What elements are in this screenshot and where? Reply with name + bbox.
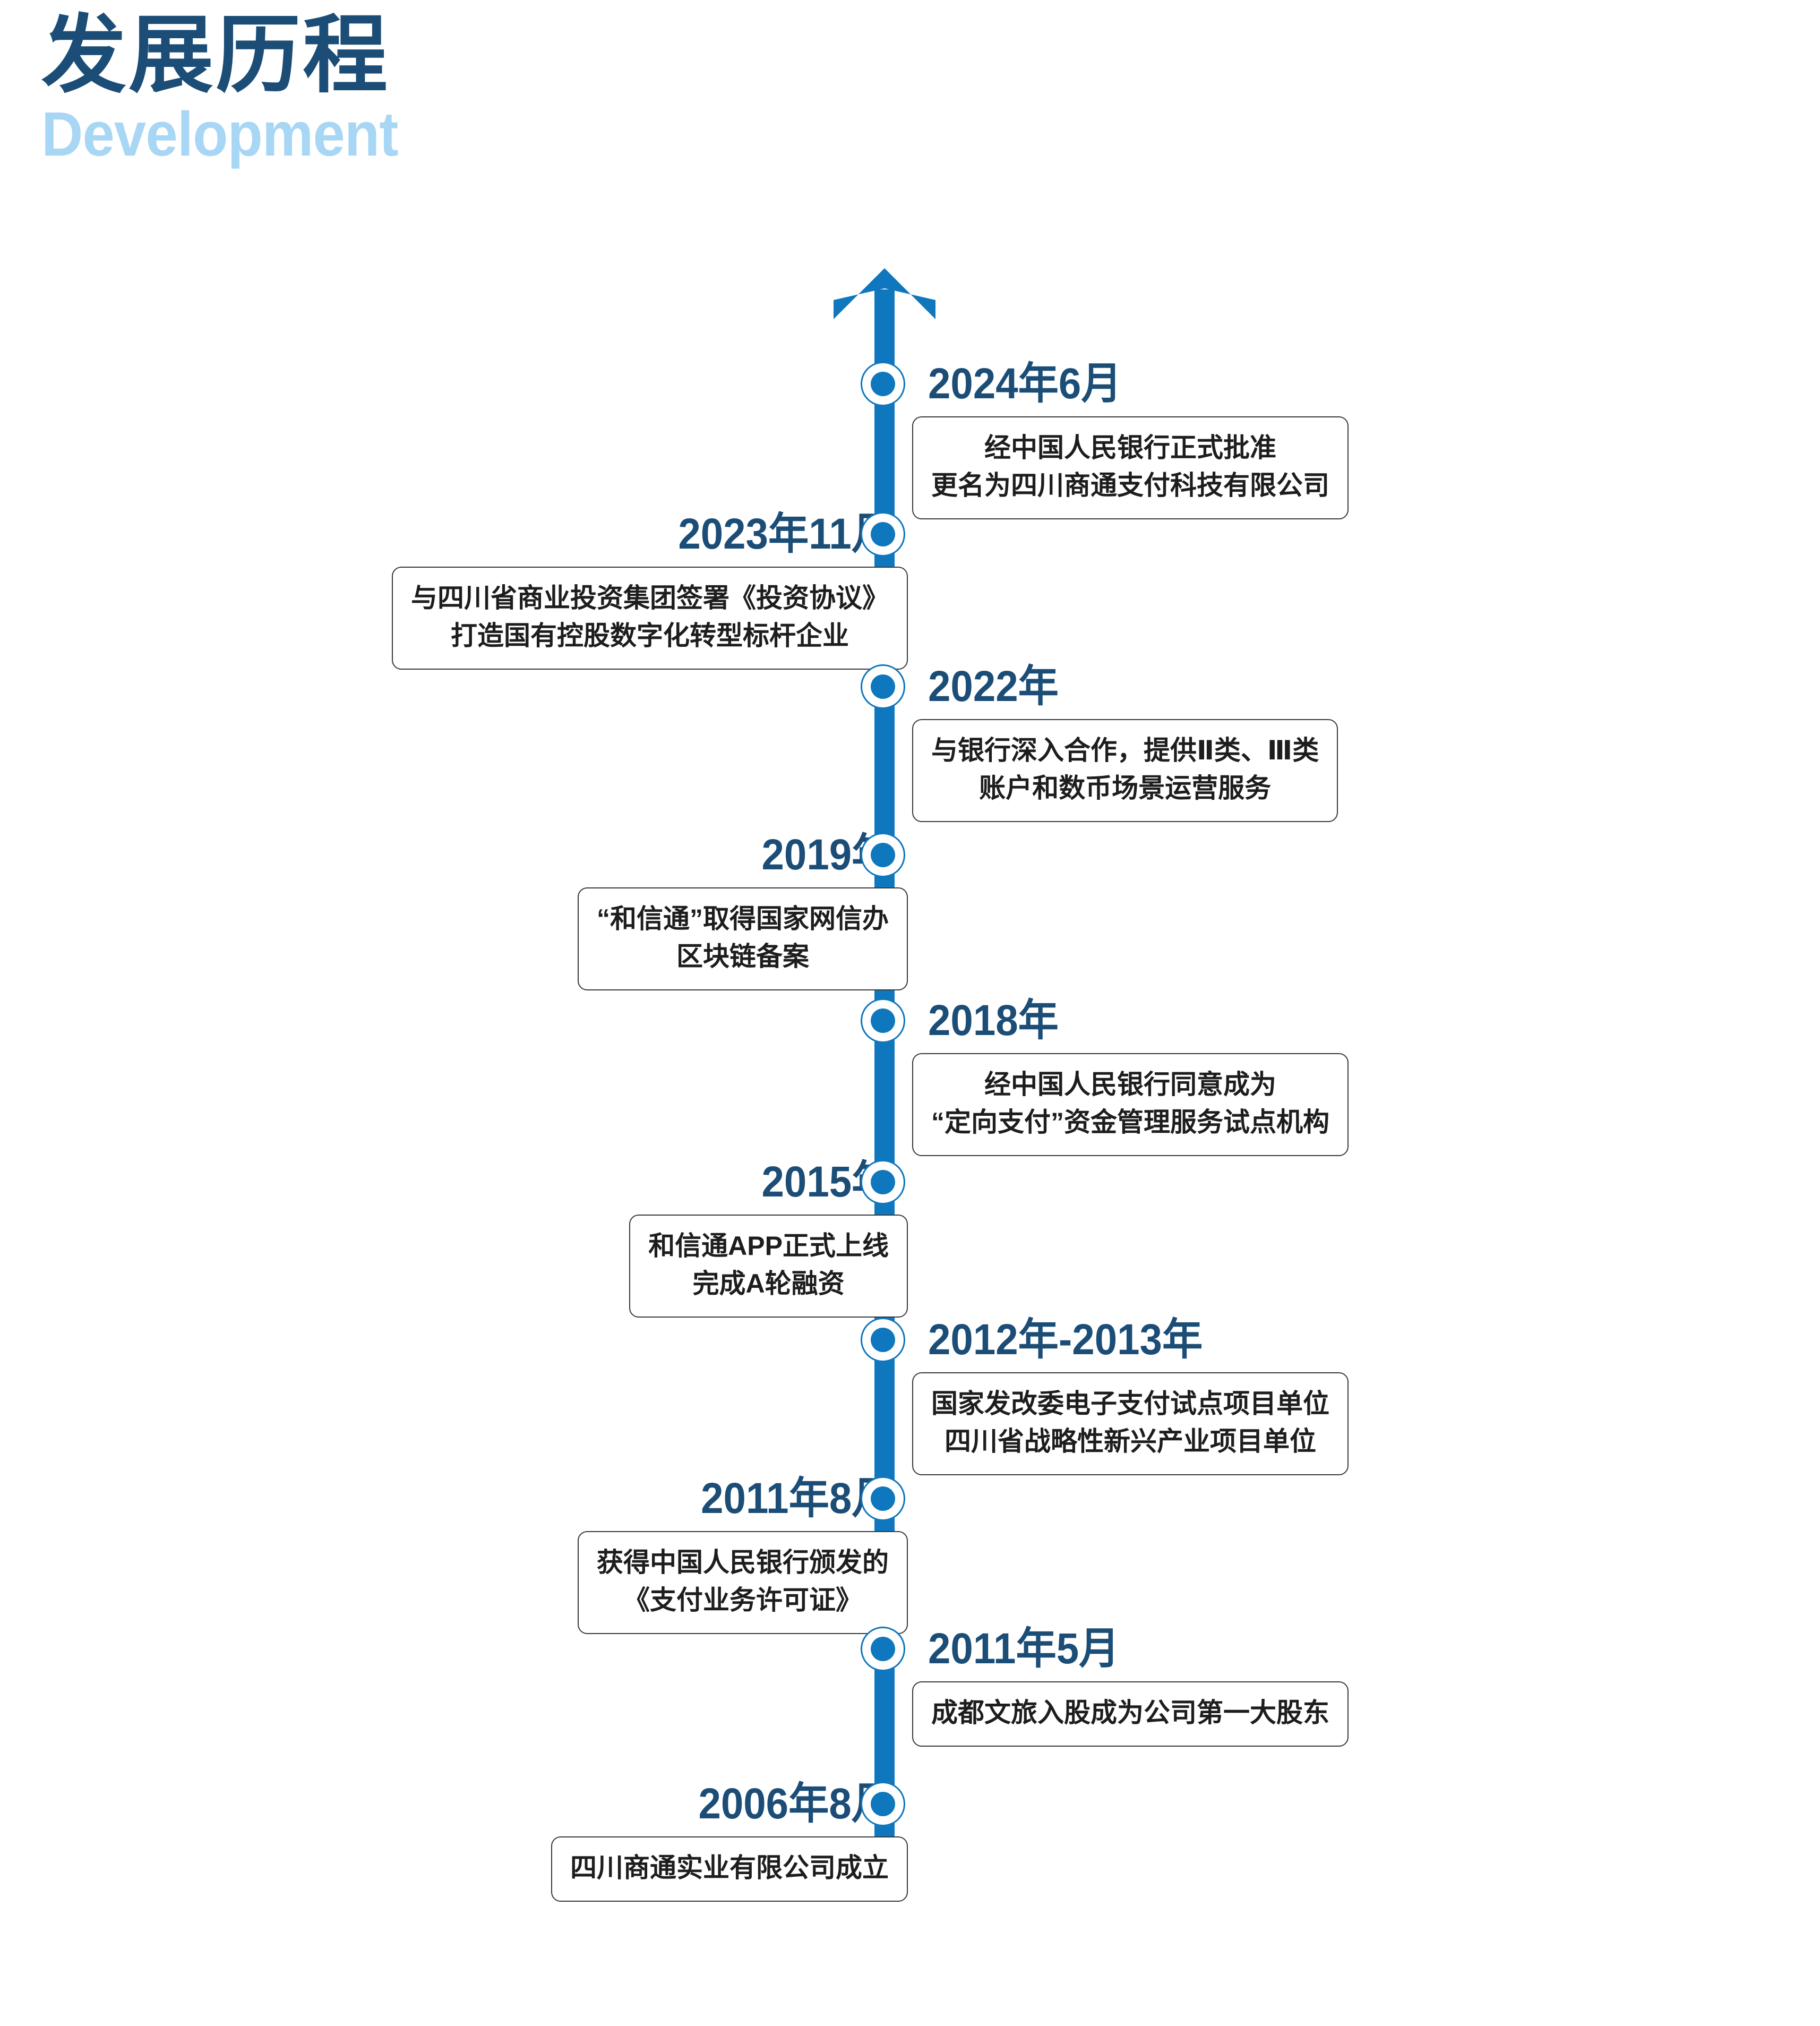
timeline-dot-icon[interactable] xyxy=(861,1476,908,1524)
event-description-line: 经中国人民银行同意成为 xyxy=(984,1070,1276,1099)
timeline-dot-center xyxy=(871,522,895,546)
event-description-box: 国家发改委电子支付试点项目单位四川省战略性新兴产业项目单位 xyxy=(912,1372,1349,1475)
event-description-box: 四川商通实业有限公司成立 xyxy=(551,1836,908,1902)
event-description-line: “定向支付”资金管理服务试点机构 xyxy=(931,1107,1329,1137)
timeline-dot-center xyxy=(871,1328,895,1352)
event-description-line: 打造国有控股数字化转型标杆企业 xyxy=(451,621,849,651)
event-description-box: 经中国人民银行同意成为 “定向支付”资金管理服务试点机构 xyxy=(912,1053,1349,1156)
page-title-chinese: 发展历程 xyxy=(41,7,390,102)
event-year-label: 2012年-2013年 xyxy=(928,1315,1203,1364)
event-description-box: 与银行深入合作，提供Ⅱ类、Ⅲ类账户和数币场景运营服务 xyxy=(912,719,1338,822)
event-description-line: 和信通APP正式上线 xyxy=(648,1231,889,1261)
event-description-line: 国家发改委电子支付试点项目单位 xyxy=(931,1389,1329,1418)
event-description-line: 经中国人民银行正式批准 xyxy=(984,433,1276,463)
timeline-dot-icon[interactable] xyxy=(861,1627,908,1674)
event-description-line: 成都文旅入股成为公司第一大股东 xyxy=(931,1698,1329,1728)
event-description-line: 更名为四川商通支付科技有限公司 xyxy=(931,471,1329,500)
timeline-dot-icon[interactable] xyxy=(861,664,908,712)
timeline-dot-icon[interactable] xyxy=(861,1160,908,1208)
event-year-label: 2023年11月 xyxy=(678,510,892,558)
timeline-dot-center xyxy=(871,1486,895,1511)
timeline-dot-center xyxy=(871,1170,895,1194)
event-description-box: “和信通”取得国家网信办区块链备案 xyxy=(578,887,908,990)
event-description-box: 获得中国人民银行颁发的《支付业务许可证》 xyxy=(578,1531,908,1634)
event-description-line: 与银行深入合作，提供Ⅱ类、Ⅲ类 xyxy=(931,736,1319,765)
event-description-line: 完成A轮融资 xyxy=(692,1269,845,1298)
timeline-dot-center xyxy=(871,1637,895,1661)
event-description-line: 获得中国人民银行颁发的 xyxy=(597,1548,889,1577)
page-header: 发展历程 Development xyxy=(41,11,679,166)
event-description-line: “和信通”取得国家网信办 xyxy=(597,904,889,934)
event-year-label: 2024年6月 xyxy=(928,360,1122,408)
timeline-dot-icon[interactable] xyxy=(861,512,908,560)
timeline-dot-center xyxy=(871,843,895,867)
event-year-label: 2011年8月 xyxy=(700,1474,892,1523)
event-description-line: 四川省战略性新兴产业项目单位 xyxy=(945,1426,1316,1456)
event-description-box: 成都文旅入股成为公司第一大股东 xyxy=(912,1681,1349,1747)
event-year-label: 2006年8月 xyxy=(698,1780,892,1828)
event-description-line: 《支付业务许可证》 xyxy=(623,1585,862,1615)
timeline-dot-center xyxy=(871,372,895,396)
timeline-dot-center xyxy=(871,1008,895,1033)
event-description-box: 经中国人民银行正式批准更名为四川商通支付科技有限公司 xyxy=(912,416,1349,519)
event-year-label: 2022年 xyxy=(928,662,1059,711)
timeline-dot-icon[interactable] xyxy=(861,998,908,1046)
timeline-dot-icon[interactable] xyxy=(861,1318,908,1365)
event-year-label: 2018年 xyxy=(928,996,1059,1045)
event-description-line: 与四川省商业投资集团签署《投资协议》 xyxy=(411,583,889,613)
event-description-line: 账户和数币场景运营服务 xyxy=(979,773,1272,803)
event-description-line: 四川商通实业有限公司成立 xyxy=(570,1853,889,1883)
timeline-dot-icon[interactable] xyxy=(861,362,908,409)
timeline-dot-icon[interactable] xyxy=(861,833,908,881)
timeline-dot-center xyxy=(871,674,895,699)
event-year-label: 2011年5月 xyxy=(928,1625,1120,1673)
page-title-english: Development xyxy=(41,99,398,169)
timeline-dot-center xyxy=(871,1792,895,1816)
event-description-box: 与四川省商业投资集团签署《投资协议》打造国有控股数字化转型标杆企业 xyxy=(392,567,908,670)
event-description-box: 和信通APP正式上线完成A轮融资 xyxy=(629,1215,908,1318)
up-arrow-icon xyxy=(834,268,935,319)
timeline-dot-icon[interactable] xyxy=(861,1782,908,1830)
event-description-line: 区块链备案 xyxy=(676,942,809,971)
